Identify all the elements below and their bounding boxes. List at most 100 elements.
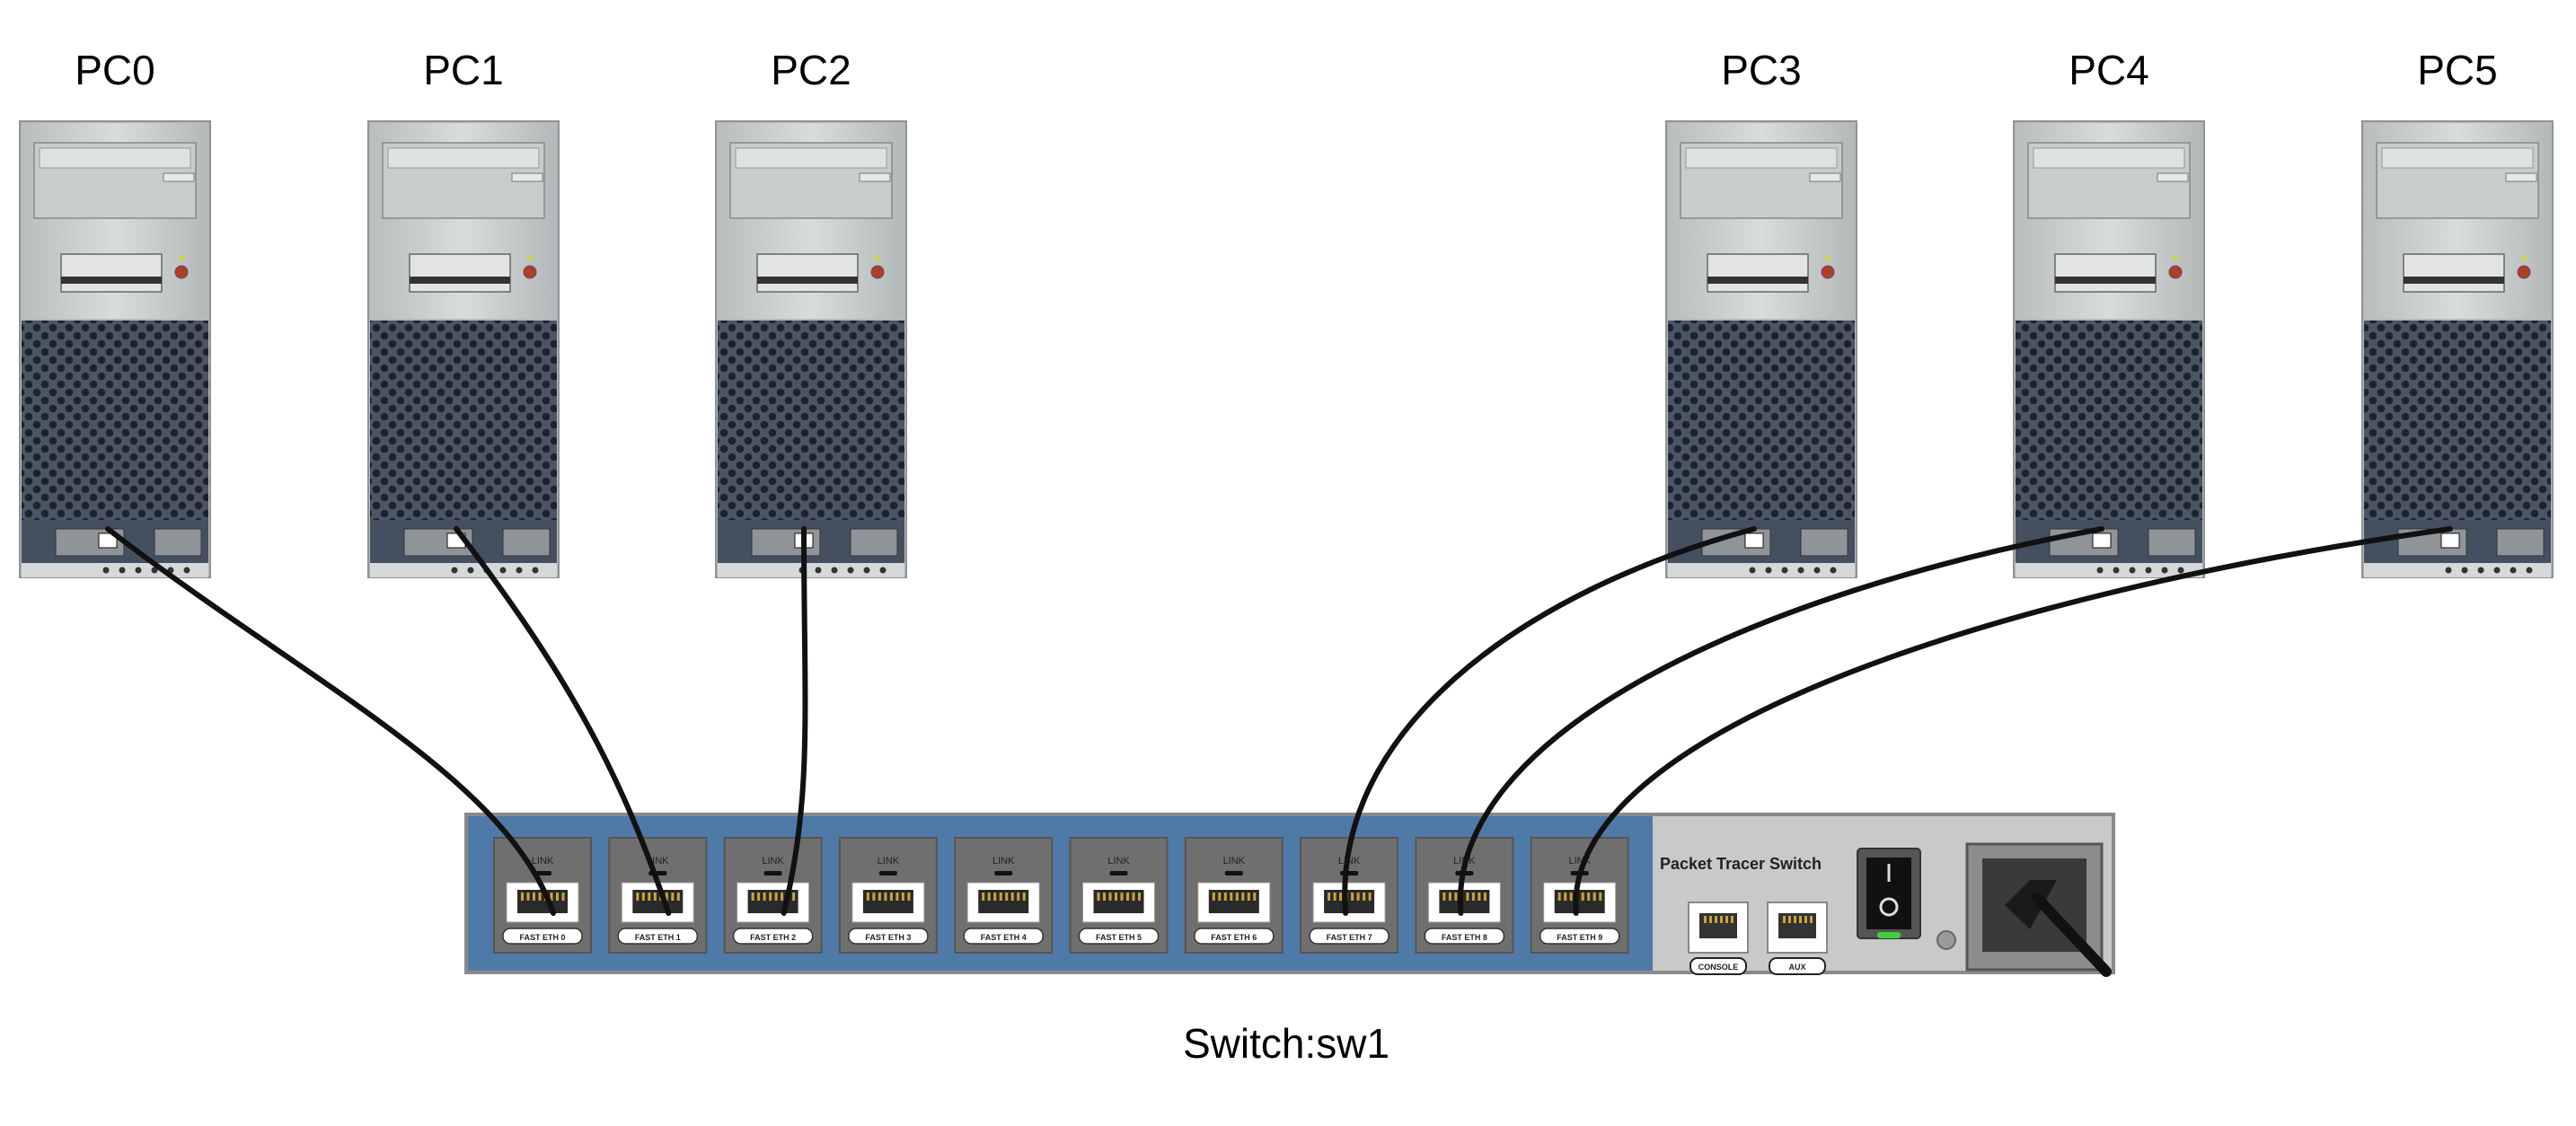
pc-ethernet-port[interactable] [2092,532,2112,549]
pc-5[interactable]: PC5 [2361,47,2554,578]
rj45-pin [872,893,876,901]
fast-eth-label: FAST ETH 1 [635,933,681,942]
pc-grille [22,321,208,520]
aux-port-label: AUX [1788,963,1805,972]
pc-usb-panel [154,528,202,557]
power-button[interactable] [174,265,189,279]
pc-1[interactable]: PC1 [367,47,560,578]
pc-led [2521,255,2527,260]
pc-label: PC3 [1721,47,1801,93]
rj45-pin [1138,893,1141,901]
link-led [994,871,1013,875]
rj45-pin [1333,893,1337,901]
pc-ethernet-port[interactable] [98,532,118,549]
floppy-slot [2404,277,2504,284]
rj45-pin [653,893,657,901]
pin [1725,916,1728,923]
rj45-pin [1097,893,1100,901]
rj45-pin [1454,893,1458,901]
power-button[interactable] [1821,265,1835,279]
rj45-pin [901,893,904,901]
eject-button [2505,172,2537,182]
rj45-pin [751,893,754,901]
rj45-opening [1208,890,1259,913]
pc-2[interactable]: PC2 [715,47,907,578]
front-jack [863,567,870,574]
floppy-bay [2054,253,2157,293]
optical-tray [2033,147,2185,169]
power-plug [2005,880,2057,929]
rj45-pin [636,893,640,901]
power-inlet[interactable] [1965,842,2112,977]
floppy-bay [756,253,859,293]
eject-button [163,172,195,182]
floppy-slot [2055,277,2156,284]
rj45-pin [1212,893,1215,901]
rj45-pin [1328,893,1331,901]
power-button[interactable] [2517,265,2531,279]
rj45-pin [1448,893,1451,901]
front-jack [499,567,507,574]
pc-ethernet-port[interactable] [1744,532,1764,549]
power-switch[interactable] [1857,848,1921,939]
pin [1810,916,1813,923]
pc-label: PC0 [75,47,154,93]
fast-eth-badge [1194,928,1275,945]
rj45-pin [884,893,887,901]
link-led [1109,871,1128,875]
rj45-pin [648,893,651,901]
fast-eth-badge [617,928,699,945]
pc-0[interactable]: PC0 [19,47,211,578]
rj45-pin [999,893,1002,901]
floppy-slot [410,277,510,284]
rj45-pin [561,893,565,901]
rj45-pin [907,893,911,901]
pin [1799,916,1802,923]
rj45-pin [1223,893,1227,901]
rj45-pin [1120,893,1124,901]
rj45-pin [1483,893,1486,901]
aux-port-frame [1767,902,1828,954]
rj45-pin [982,893,985,901]
rj45-pin [1103,893,1106,901]
pc-ethernet-port[interactable] [2440,532,2460,549]
pc-4[interactable]: PC4 [2013,47,2205,578]
pc-led [179,255,184,260]
power-button[interactable] [870,265,885,279]
front-jack [119,567,126,574]
console-port[interactable]: CONSOLE [1688,902,1749,975]
rj45-opening [978,890,1029,913]
fast-eth-badge [1539,928,1620,945]
switch-port-link-label: LINK [878,856,900,866]
front-jack [102,567,110,574]
pin [1720,916,1723,923]
pin [1731,916,1734,923]
pc-grille [370,321,557,520]
rj45-pin [769,893,772,901]
pin [1709,916,1712,923]
rj45-pin [781,893,784,901]
rj45-pin [1471,893,1475,901]
switch-label: Switch:sw1 [1183,1020,1389,1067]
pin [1783,916,1786,923]
fast-eth-label: FAST ETH 8 [1442,933,1487,942]
pc-bottom-strip [2016,563,2202,577]
aux-port[interactable]: AUX [1767,902,1828,975]
rj45-pin [763,893,766,901]
rj45-opening [1439,890,1490,913]
pin [1788,916,1791,923]
power-button[interactable] [2168,265,2183,279]
pc-3[interactable]: PC3 [1665,47,1857,578]
rj45-pin [1108,893,1112,901]
power-button[interactable] [523,265,537,279]
